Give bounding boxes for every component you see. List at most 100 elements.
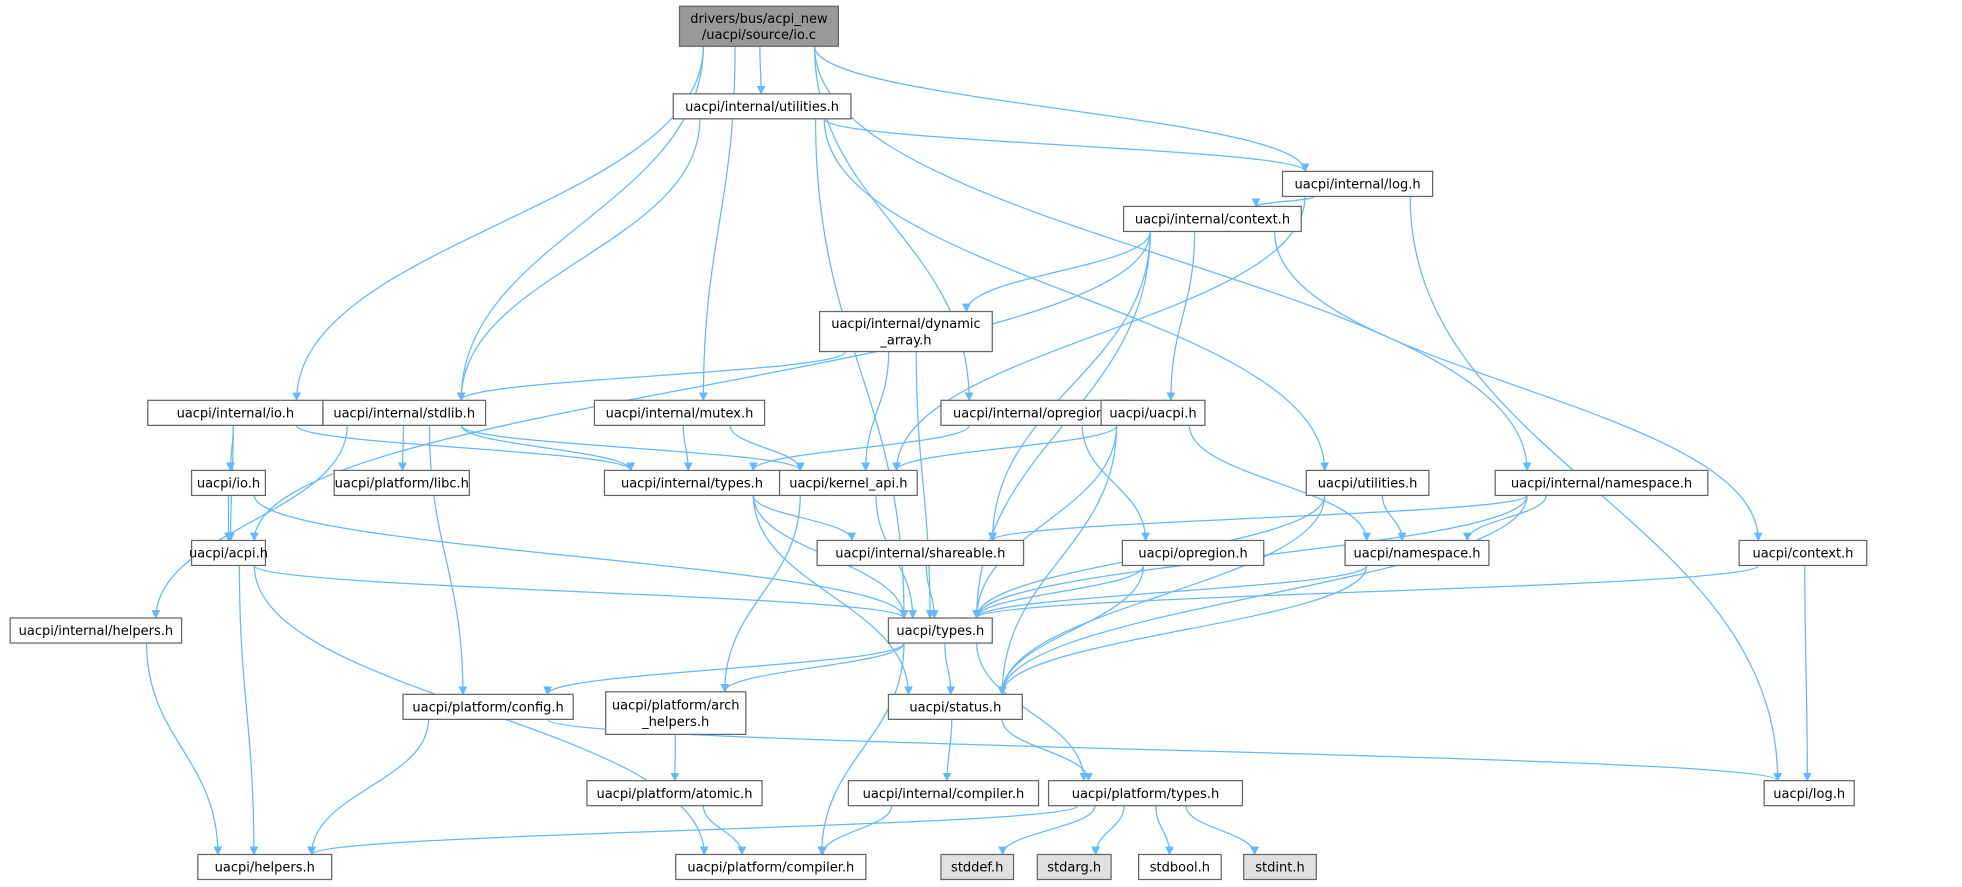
- node-types_internal[interactable]: uacpi/internal/types.h: [603, 469, 781, 497]
- edge-stdlib_internal-to-kernel_api: [460, 424, 805, 472]
- node-dynamic_array[interactable]: uacpi/internal/dynamic_array.h: [818, 310, 993, 353]
- node-label: uacpi/io.h: [197, 477, 260, 492]
- edge-uacpi_h-to-kernel_api: [892, 425, 1118, 472]
- node-namespace_internal[interactable]: uacpi/internal/namespace.h: [1494, 469, 1709, 497]
- node-stdarg[interactable]: stdarg.h: [1036, 853, 1112, 881]
- node-types_h[interactable]: uacpi/types.h: [887, 617, 993, 644]
- node-box: [402, 693, 574, 720]
- node-label: uacpi/kernel_api.h: [789, 477, 907, 492]
- node-mutex_internal[interactable]: uacpi/internal/mutex.h: [593, 399, 766, 426]
- node-label: uacpi/internal/mutex.h: [606, 406, 754, 421]
- edge-atomic-to-platform_compiler: [702, 805, 747, 856]
- node-log_internal[interactable]: uacpi/internal/log.h: [1281, 170, 1434, 198]
- edge-context_h-to-types_h: [972, 564, 1759, 619]
- node-helpers_h[interactable]: uacpi/helpers.h: [197, 853, 333, 881]
- node-box: [940, 853, 1015, 881]
- node-label: uacpi/opregion.h: [1138, 547, 1247, 562]
- edge-root-to-log_internal: [813, 46, 1310, 173]
- node-compiler_internal[interactable]: uacpi/internal/compiler.h: [847, 780, 1040, 807]
- node-helpers_internal[interactable]: uacpi/internal/helpers.h: [9, 617, 183, 644]
- edge-config-to-helpers_h: [307, 719, 430, 856]
- node-box: [1344, 539, 1490, 567]
- node-platform_types[interactable]: uacpi/platform/types.h: [1047, 780, 1244, 807]
- node-shareable_internal[interactable]: uacpi/internal/shareable.h: [816, 539, 1025, 567]
- node-box: [586, 780, 763, 807]
- node-box: [603, 469, 781, 497]
- nodes-layer: drivers/bus/acpi_new/uacpi/source/io.cua…: [9, 5, 1868, 881]
- node-log_h[interactable]: uacpi/log.h: [1763, 780, 1855, 807]
- edge-namespace_internal-to-namespace_h: [1463, 495, 1547, 542]
- node-box: [1122, 205, 1302, 233]
- node-opregion_h[interactable]: uacpi/opregion.h: [1121, 539, 1265, 567]
- edge-opregion_h-to-status_h: [997, 565, 1145, 696]
- node-box: [190, 539, 267, 567]
- edge-platform_types-to-stdint: [1185, 805, 1259, 856]
- node-stdint[interactable]: stdint.h: [1243, 853, 1317, 881]
- edge-namespace_internal-to-shareable_internal: [988, 494, 1528, 542]
- edge-stdlib_internal-to-helpers_internal: [151, 425, 348, 619]
- edge-dynamic_array-to-kernel_api: [861, 351, 890, 472]
- node-box: [887, 693, 1023, 720]
- node-kernel_api[interactable]: uacpi/kernel_api.h: [778, 469, 918, 497]
- node-box: [1100, 399, 1206, 426]
- node-root[interactable]: drivers/bus/acpi_new/uacpi/source/io.c: [678, 5, 840, 47]
- node-config[interactable]: uacpi/platform/config.h: [402, 693, 574, 720]
- node-label: uacpi/internal/compiler.h: [863, 787, 1025, 802]
- edge-uacpi_h-to-types_h: [972, 425, 1118, 619]
- node-status_h[interactable]: uacpi/status.h: [887, 693, 1023, 720]
- edge-types_h-to-status_h: [944, 643, 956, 696]
- node-box: [1738, 539, 1868, 567]
- node-io_internal[interactable]: uacpi/internal/io.h: [147, 399, 324, 426]
- edge-shareable_internal-to-types_h: [925, 565, 939, 619]
- node-label: uacpi/internal/opregion.h: [953, 406, 1117, 421]
- edge-stdlib_internal-to-types_internal: [460, 425, 636, 472]
- node-box: [1138, 853, 1222, 881]
- node-box: [887, 617, 993, 644]
- edge-namespace_h-to-types_h: [972, 564, 1368, 619]
- node-stddef[interactable]: stddef.h: [940, 853, 1015, 881]
- node-namespace_h[interactable]: uacpi/namespace.h: [1344, 539, 1490, 567]
- node-label: uacpi/platform/libc.h: [335, 477, 469, 492]
- node-label: stdarg.h: [1047, 861, 1101, 876]
- node-uacpi_h[interactable]: uacpi/uacpi.h: [1100, 399, 1206, 426]
- edge-compiler_internal-to-platform_compiler: [818, 805, 893, 856]
- node-stdbool[interactable]: stdbool.h: [1138, 853, 1222, 881]
- node-label: _array.h: [879, 333, 931, 348]
- node-box: [1121, 539, 1265, 567]
- node-platform_compiler[interactable]: uacpi/platform/compiler.h: [675, 853, 867, 881]
- node-label: /uacpi/source/io.c: [702, 28, 816, 43]
- node-label: uacpi/platform/atomic.h: [596, 787, 752, 802]
- node-box: [1763, 780, 1855, 807]
- node-box: [1305, 469, 1430, 497]
- node-box: [1047, 780, 1244, 807]
- node-utilities_internal[interactable]: uacpi/internal/utilities.h: [672, 93, 852, 120]
- node-label: _helpers.h: [641, 715, 709, 730]
- edge-context_h-to-log_h: [1802, 565, 1812, 782]
- node-context_h[interactable]: uacpi/context.h: [1738, 539, 1868, 567]
- node-label: stdbool.h: [1150, 861, 1210, 876]
- node-box: [1036, 853, 1112, 881]
- node-arch_helpers[interactable]: uacpi/platform/arch_helpers.h: [605, 691, 747, 735]
- node-box: [675, 853, 867, 881]
- edge-dynamic_array-to-types_h: [915, 351, 935, 619]
- edge-platform_types-to-stdarg: [1091, 805, 1125, 856]
- node-libc[interactable]: uacpi/platform/libc.h: [333, 469, 470, 497]
- node-acpi_h[interactable]: uacpi/acpi.h: [189, 539, 268, 567]
- node-utilities_h[interactable]: uacpi/utilities.h: [1305, 469, 1430, 497]
- node-box: [816, 539, 1025, 567]
- node-io_h[interactable]: uacpi/io.h: [190, 469, 267, 497]
- node-atomic[interactable]: uacpi/platform/atomic.h: [586, 780, 763, 807]
- edge-uacpi_h-to-status_h: [997, 425, 1118, 696]
- edge-context_internal-to-shareable_internal: [988, 231, 1151, 542]
- node-stdlib_internal[interactable]: uacpi/internal/stdlib.h: [322, 399, 487, 426]
- edge-utilities_h-to-namespace_h: [1381, 495, 1407, 542]
- edge-uacpi_h-to-namespace_h: [1188, 425, 1371, 542]
- node-box: [593, 399, 766, 426]
- edge-context_internal-to-dynamic_array: [962, 231, 1151, 313]
- node-label: uacpi/namespace.h: [1354, 547, 1481, 562]
- node-label: uacpi/internal/helpers.h: [19, 624, 173, 639]
- edge-mutex_internal-to-types_internal: [682, 425, 693, 472]
- node-context_internal[interactable]: uacpi/internal/context.h: [1122, 205, 1302, 233]
- edge-root-to-io_internal: [292, 46, 704, 402]
